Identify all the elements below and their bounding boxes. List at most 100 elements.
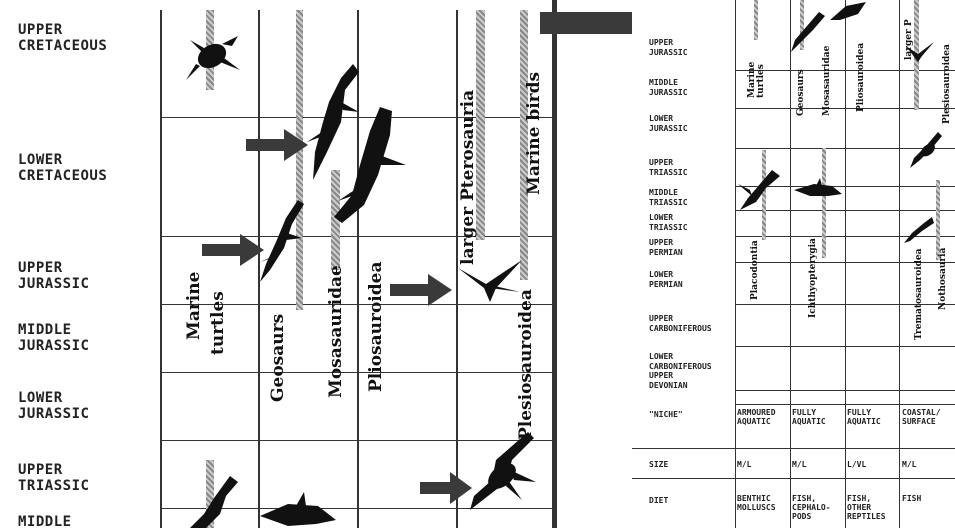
zoomed-chart-panel: UPPER CRETACEOUS LOWER CRETACEOUS UPPER … xyxy=(18,0,557,528)
clade-label-ichthyopterygia: Ichthyopterygia xyxy=(808,238,818,318)
placodont-silhouette xyxy=(738,170,780,210)
arrow-right-icon xyxy=(420,472,472,504)
cell-diet: FISH xyxy=(902,494,922,503)
era-label-upper-triassic: UPPER TRIASSIC xyxy=(18,462,90,495)
grid-hline xyxy=(735,236,955,237)
mosasaur-silhouette xyxy=(830,2,866,20)
ichthyosaur-silhouette xyxy=(260,492,336,526)
era-label-middle-jurassic: MIDDLE JURASSIC xyxy=(18,322,90,355)
row-label-niche: "NICHE" xyxy=(649,410,683,419)
range-bar-marine-turtles xyxy=(754,0,758,40)
grid-vline xyxy=(845,0,846,528)
era-label-lower-permian: LOWER PERMIAN xyxy=(649,270,683,289)
turtle-silhouette xyxy=(186,36,240,80)
clade-label-mosasauridae: Mosasauridae xyxy=(326,265,346,398)
grid-hline xyxy=(735,304,955,305)
grid-vline xyxy=(357,10,359,528)
era-label-lower-jurassic: LOWER JURASSIC xyxy=(649,114,688,133)
full-chart-panel: UPPER JURASSIC MIDDLE JURASSIC LOWER JUR… xyxy=(632,0,955,528)
cell-niche: COASTAL/ SURFACE xyxy=(902,408,941,427)
cell-size: M/L xyxy=(902,460,917,469)
placodont-silhouette xyxy=(190,476,238,528)
era-label-upper-carboniferous: UPPER CARBONIFEROUS xyxy=(649,314,712,333)
cell-diet: BENTHIC MOLLUSCS xyxy=(737,494,776,513)
row-label-size: SIZE xyxy=(649,460,669,469)
mosasaur-silhouette xyxy=(307,64,359,180)
geosaur-silhouette xyxy=(791,12,825,52)
range-bar-marine-turtles xyxy=(206,460,214,528)
grid-hline xyxy=(160,117,555,118)
range-bar-placodontia xyxy=(762,150,766,240)
clade-label-placodontia: Placodontia xyxy=(750,240,760,300)
era-label-lower-jurassic: LOWER JURASSIC xyxy=(18,390,90,423)
grid-hline xyxy=(735,70,955,71)
range-bar-geosaurs xyxy=(296,10,303,310)
grid-vline xyxy=(899,0,900,528)
era-label-lower-carboniferous: LOWER CARBONIFEROUS UPPER DEVONIAN xyxy=(649,352,712,390)
cell-size: M/L xyxy=(792,460,807,469)
grid-hline xyxy=(160,440,555,441)
clade-label-larger-pterosauria: larger Pterosauria xyxy=(458,89,478,265)
era-label-upper-triassic: UPPER TRIASSIC xyxy=(649,158,688,177)
cell-size: M/L xyxy=(737,460,752,469)
plesiosaur-silhouette xyxy=(470,432,536,510)
grid-hline xyxy=(160,236,555,237)
grid-hline xyxy=(632,478,955,479)
pterosaur-silhouette xyxy=(458,260,522,302)
clade-label-plesiosauroidea: Plesiosauroidea xyxy=(942,44,952,124)
grid-hline xyxy=(735,186,955,187)
clade-label-pliosauroidea: Pliosauroidea xyxy=(366,261,386,392)
clade-label-marine-turtles: Marine turtles xyxy=(747,61,767,98)
era-label-middle-jurassic: MIDDLE JURASSIC xyxy=(649,78,688,97)
clade-label-turtles: turtles xyxy=(208,291,228,355)
era-label-lower-cretaceous: LOWER CRETACEOUS xyxy=(18,152,108,185)
grid-vline xyxy=(735,0,736,528)
grid-hline xyxy=(160,304,555,305)
grid-hline xyxy=(735,404,955,405)
range-bar-mosasauridae xyxy=(331,170,340,270)
clade-label-trematosauroidea: Trematosauroidea xyxy=(914,248,924,340)
arrow-right-icon xyxy=(390,274,452,306)
cell-diet: FISH, OTHER REPTILES xyxy=(847,494,886,522)
era-label-upper-jurassic: UPPER JURASSIC xyxy=(649,38,688,57)
grid-hline xyxy=(160,372,555,373)
era-label-lower-triassic: LOWER TRIASSIC xyxy=(649,213,688,232)
grid-hline xyxy=(735,390,955,391)
clade-label-marine: Marine xyxy=(184,271,204,340)
clade-label-geosaurs: Geosaurs xyxy=(268,313,288,402)
arrow-right-icon xyxy=(246,129,308,161)
grid-hline xyxy=(735,346,955,347)
ichthyosaur-silhouette xyxy=(794,178,842,196)
pterosaur-silhouette xyxy=(906,42,934,62)
cell-niche: FULLY AQUATIC xyxy=(792,408,826,427)
era-label-upper-permian: UPPER PERMIAN xyxy=(649,238,683,257)
row-label-diet: DIET xyxy=(649,496,669,505)
era-label-upper-cretaceous: UPPER CRETACEOUS xyxy=(18,22,108,55)
pliosaur-silhouette xyxy=(334,107,406,223)
grid-hline xyxy=(160,508,555,509)
grid-vline xyxy=(790,0,791,528)
trematosaur-silhouette xyxy=(904,217,934,243)
cell-niche: ARMOURED AQUATIC xyxy=(737,408,776,427)
geosaur-silhouette xyxy=(260,200,304,282)
arrow-right-icon xyxy=(202,234,264,266)
plesiosaur-silhouette xyxy=(910,132,942,168)
clade-label-marine-birds: Marine birds xyxy=(524,71,544,195)
cell-size: L/VL xyxy=(847,460,867,469)
range-bar-ichthyopterygia xyxy=(822,148,826,258)
range-bar-pterosauria xyxy=(476,10,485,240)
grid-vline xyxy=(160,10,162,528)
grid-vline xyxy=(258,10,260,528)
clade-label-plesiosauroidea: Plesiosauroidea xyxy=(516,289,536,440)
era-label-middle: MIDDLE xyxy=(18,514,72,528)
grid-vline xyxy=(456,10,458,528)
grid-hline xyxy=(735,262,955,263)
era-label-middle-triassic: MIDDLE TRIASSIC xyxy=(649,188,688,207)
grid-hline xyxy=(735,108,955,109)
clade-label-mosasauridae: Mosasauridae xyxy=(822,45,832,116)
grid-hline xyxy=(632,448,955,449)
grid-vline xyxy=(552,0,557,528)
range-bar-nothosauria xyxy=(936,180,940,260)
range-bar-geosaurs xyxy=(800,0,804,50)
range-bar-plesiosauroidea xyxy=(520,10,528,280)
